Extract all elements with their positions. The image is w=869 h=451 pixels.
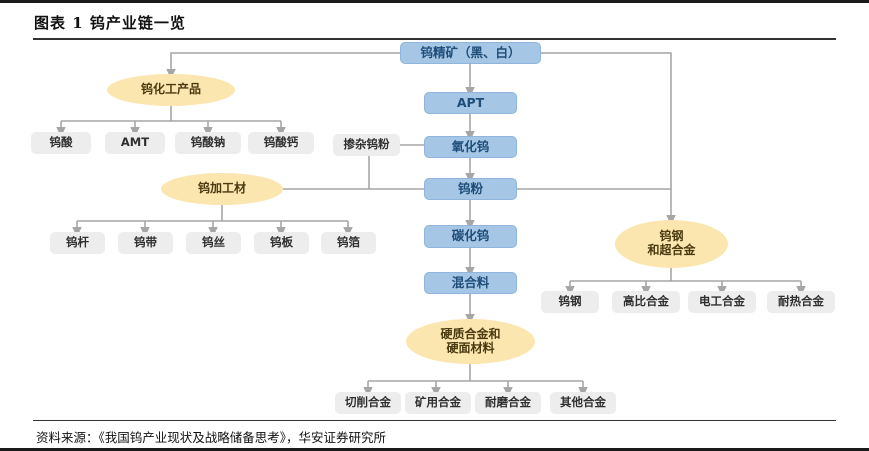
leaf-wear-resistant-alloy[interactable]: 耐磨合金 — [475, 392, 541, 414]
top-border — [0, 0, 869, 3]
bottom-border — [0, 448, 869, 451]
leaf-other-alloy[interactable]: 其他合金 — [550, 392, 616, 414]
leaf-heat-resistant-alloy[interactable]: 耐热合金 — [767, 291, 835, 313]
leaf-tungsten-steel[interactable]: 钨钢 — [541, 291, 599, 313]
node-tungsten-carbide[interactable]: 碳化钨 — [424, 225, 517, 248]
leaf-mining-alloy[interactable]: 矿用合金 — [405, 392, 471, 414]
leaf-tungsten-strip[interactable]: 钨带 — [118, 232, 173, 254]
leaf-calcium-tungstate[interactable]: 钨酸钙 — [248, 132, 314, 154]
title-underline — [33, 38, 836, 40]
leaf-tungsten-plate[interactable]: 钨板 — [254, 232, 309, 254]
leaf-high-density-alloy[interactable]: 高比合金 — [612, 291, 680, 313]
footer-separator — [33, 420, 836, 421]
group-chemical-products[interactable]: 钨化工产品 — [107, 74, 235, 106]
node-tungsten-oxide[interactable]: 氧化钨 — [424, 136, 517, 158]
flow-diagram: 钨精矿（黑、白） APT 氧化钨 钨粉 碳化钨 混合料 掺杂钨粉 钨化工产品 钨… — [0, 42, 869, 420]
node-mixture[interactable]: 混合料 — [424, 272, 517, 294]
node-apt[interactable]: APT — [424, 92, 517, 114]
group-tungsten-steel-superalloy[interactable]: 钨钢 和超合金 — [615, 220, 728, 268]
leaf-electrical-alloy[interactable]: 电工合金 — [688, 291, 756, 313]
connector-lines — [56, 52, 806, 398]
leaf-tungsten-rod[interactable]: 钨杆 — [50, 232, 105, 254]
leaf-tungsten-foil[interactable]: 钨箔 — [321, 232, 376, 254]
group-label-line1: 硬质合金和 — [440, 326, 501, 341]
node-doped-tungsten-powder[interactable]: 掺杂钨粉 — [333, 134, 400, 156]
leaf-tungstic-acid[interactable]: 钨酸 — [31, 132, 91, 154]
group-label-line2: 和超合金 — [647, 243, 696, 257]
leaf-cutting-alloy[interactable]: 切削合金 — [335, 392, 401, 414]
group-label-line1: 钨钢 — [659, 229, 684, 244]
group-cemented-carbide[interactable]: 硬质合金和 硬面材料 — [406, 319, 535, 364]
node-concentrate[interactable]: 钨精矿（黑、白） — [400, 42, 541, 64]
figure-title: 图表 1 钨产业链一览 — [34, 14, 186, 32]
leaf-tungsten-wire[interactable]: 钨丝 — [186, 232, 241, 254]
figure-source: 资料来源：《我国钨产业现状及战略储备思考》，华安证券研究所 — [36, 430, 387, 445]
leaf-amt[interactable]: AMT — [105, 132, 165, 154]
group-label-line2: 硬面材料 — [446, 340, 495, 355]
leaf-sodium-tungstate[interactable]: 钨酸钠 — [175, 132, 241, 154]
node-tungsten-powder[interactable]: 钨粉 — [424, 178, 517, 200]
group-wrought-tungsten[interactable]: 钨加工材 — [161, 173, 283, 205]
